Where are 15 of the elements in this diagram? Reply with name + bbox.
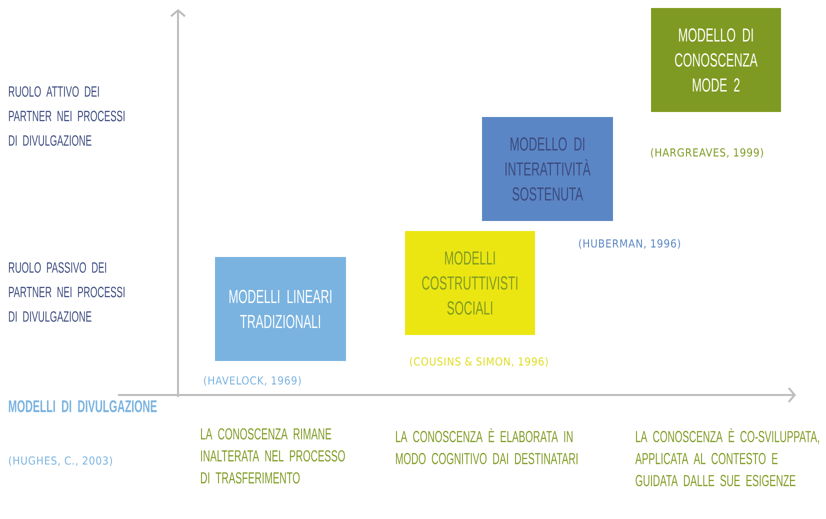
citation: (HARGREAVES, 1999)	[651, 148, 763, 158]
axis-label: RUOLO ATTIVO DEI PARTNER NEI PROCESSI DI DIVULGAZIONE	[8, 86, 124, 146]
model-box: MODELLO DI INTERATTIVITÀ SOSTENUTA	[482, 117, 613, 221]
citation: (COUSINS & SIMON, 1996)	[410, 357, 548, 367]
axis-label: LA CONOSCENZA RIMANE INALTERATA NEL PROCESSO DI TRASFERIMENTO	[201, 428, 345, 484]
axis-title: MODELLI DI DIVULGAZIONE	[8, 400, 157, 412]
axis-label: RUOLO PASSIVO DEI PARTNER NEI PROCESSI DI DIVULGAZIONE	[8, 262, 124, 322]
model-box: MODELLO DI CONOSCENZA MODE 2	[651, 8, 782, 112]
citation: (HUGHES, C., 2003)	[9, 456, 112, 466]
model-box: MODELLI LINEARI TRADIZIONALI	[215, 257, 346, 361]
citation: (HAVELOCK, 1969)	[204, 376, 301, 386]
citation: (HUBERMAN, 1996)	[579, 239, 680, 249]
axis-label: LA CONOSCENZA È ELABORATA IN MODO COGNITIVO DAI DESTINATARI	[396, 428, 578, 464]
axis-label: LA CONOSCENZA È CO-SVILUPPATA, APPLICATA AL CONTESTO E GUIDATA DALLE SUE ESIGENZE	[635, 428, 819, 486]
model-box: MODELLI COSTRUTTIVISTI SOCIALI	[405, 231, 535, 335]
